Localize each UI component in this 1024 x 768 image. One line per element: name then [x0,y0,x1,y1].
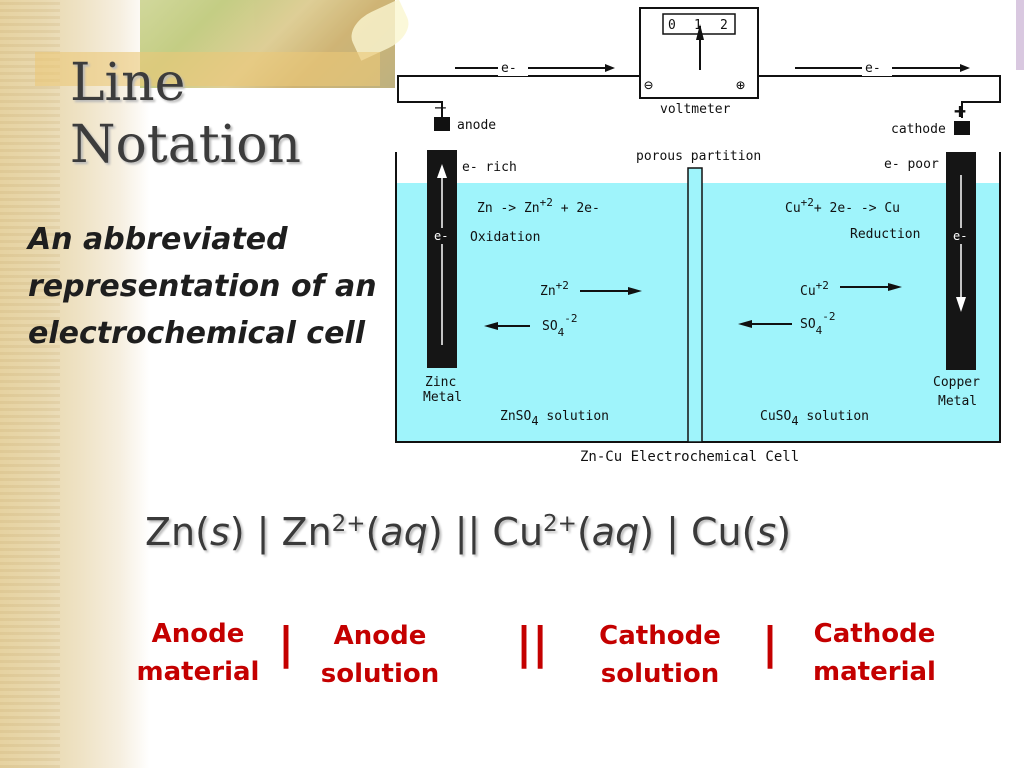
right-electron-label: e- [865,61,881,76]
zinc-e-label-bg [432,228,452,244]
copper-cation-arrowhead [888,283,902,291]
copper-metal-label-2: Metal [938,394,977,409]
notation-part: ) [776,510,792,554]
label-line: solution [600,659,720,689]
zinc-electrode-e-label: e- [434,229,448,243]
notation-part: ) | Cu( [639,510,757,554]
voltmeter-needle-tip [696,24,704,40]
notation-part: Zn( [145,510,210,554]
notation-part: ) | Zn [229,510,332,554]
copper-metal-label-1: Copper [933,375,980,390]
parchment-texture [0,0,60,768]
label-line: material [136,657,260,687]
zinc-metal-label-2: Metal [423,390,462,405]
zinc-electrode-arrowhead [437,164,447,178]
anode-sign: – [435,97,446,118]
notation-part: ( [365,510,381,554]
right-anion-arrowhead [738,320,752,328]
label-line: Anode [333,621,427,651]
voltmeter-tick-0: 0 [668,18,676,33]
label-line: solution [320,659,440,689]
title-line-1: Line [70,53,186,113]
notation-part: ( [576,510,592,554]
diagram-caption: Zn-Cu Electrochemical Cell [580,449,799,465]
voltmeter-minus-terminal: ⊖ [644,76,653,94]
notation-state-solid: s [209,510,230,554]
label-cathode-material: Cathode material [792,615,957,691]
electrochemical-cell-diagram: e- e- 0 1 2 ⊖ ⊕ voltmeter – + anode cath… [395,7,1001,465]
left-anion-arrowhead [484,322,498,330]
copper-electrode-e-label: e- [953,229,967,243]
label-line: material [813,657,936,687]
left-electron-arrowhead [605,64,615,72]
oxidation-label: Oxidation [470,230,540,245]
separator-phase-2: | [762,618,779,669]
notation-part: ) || Cu [427,510,544,554]
anode-terminal [434,117,450,131]
separator-salt-bridge: || [516,618,549,669]
zinc-metal-label-1: Zinc [425,375,456,390]
partition-label: porous partition [636,149,761,164]
voltmeter-tick-1: 1 [694,18,702,33]
left-electron-label-bg [498,58,528,76]
left-electron-label: e- [501,61,517,76]
notation-state-solid: s [756,510,777,554]
notation-charge: 2+ [331,511,366,537]
left-wire [397,75,640,118]
reduction-half-reaction: Cu+2+ 2e- -> Cu [785,196,900,216]
zinc-cation-arrowhead [628,287,642,295]
anode-label: anode [457,118,496,133]
corner-decoration [1016,0,1024,70]
zinc-sulfate-solution-label: ZnSO4 solution [500,409,609,428]
label-cathode-solution: Cathode solution [580,617,740,693]
e-rich-label: e- rich [462,160,517,175]
copper-electrode-arrowhead [956,297,966,312]
slide-subtitle: An abbreviated representation of an elec… [28,222,377,351]
porous-partition [687,167,703,443]
background-parchment-strip [0,0,150,768]
title-line-2: Notation [70,115,302,175]
voltmeter-plus-terminal: ⊕ [736,76,745,94]
decorative-band [35,52,380,86]
cathode-label: cathode [891,122,946,137]
separator-phase-1: | [278,618,295,669]
voltmeter-label: voltmeter [660,102,731,117]
voltmeter-tick-2: 2 [720,18,728,33]
label-line: Anode [151,619,245,649]
e-poor-label: e- poor [884,157,939,172]
cathode-terminal [954,121,970,135]
right-electron-arrowhead [960,64,970,72]
right-electron-label-bg [862,58,892,76]
label-line: Cathode [599,621,721,651]
label-line: Cathode [813,619,936,649]
notation-charge: 2+ [543,511,577,537]
reduction-label: Reduction [850,227,920,242]
notation-state-aqueous: aq [591,510,640,554]
copper-e-label-bg [951,228,971,244]
copper-sulfate-solution-label: CuSO4 solution [760,409,869,428]
label-anode-material: Anode material [118,615,278,691]
oxidation-half-reaction: Zn -> Zn+2 + 2e- [477,196,600,216]
notation-state-aqueous: aq [380,510,428,554]
label-anode-solution: Anode solution [305,617,455,693]
cell-line-notation: Zn(s) | Zn2+(aq) || Cu2+(aq) | Cu(s) [145,510,791,554]
cathode-sign: + [954,99,966,123]
right-wire [758,75,1001,118]
